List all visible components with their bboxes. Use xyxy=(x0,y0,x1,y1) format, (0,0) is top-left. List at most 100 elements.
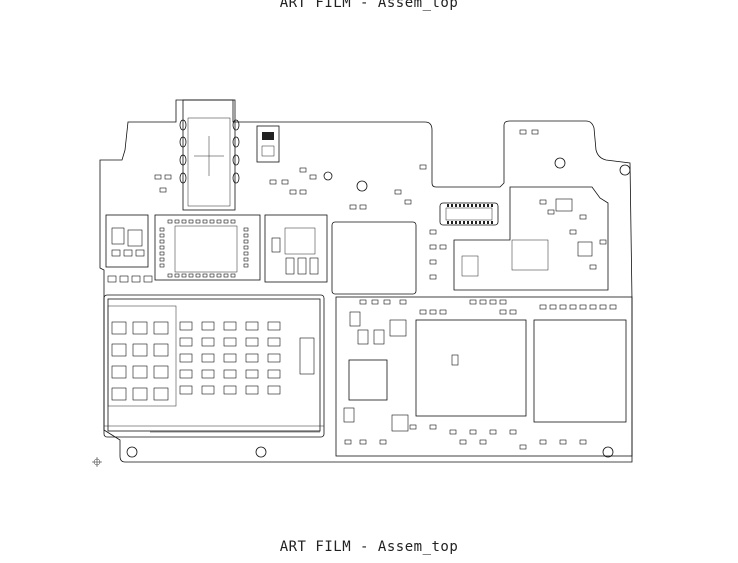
sim-pin-pad xyxy=(201,337,215,347)
smd-component xyxy=(539,439,547,445)
passive-components xyxy=(154,129,617,450)
sim-pin-pad xyxy=(201,353,215,363)
sim-pin-pad xyxy=(223,353,237,363)
smd-component xyxy=(531,129,539,135)
smd-component xyxy=(309,174,317,180)
smd-component xyxy=(519,129,527,135)
sim-contact xyxy=(111,321,127,335)
smd-component xyxy=(599,304,607,310)
smd-component xyxy=(299,189,307,195)
smd-component xyxy=(499,299,507,305)
smd-component xyxy=(429,229,437,235)
connector-pin xyxy=(483,204,485,207)
smd-component xyxy=(409,424,417,430)
sim-contact xyxy=(111,387,127,401)
bga-pad xyxy=(159,251,165,256)
shield-area-bga-2 xyxy=(264,214,328,283)
smd-component xyxy=(349,204,357,210)
smd-component xyxy=(359,439,367,445)
smd-component xyxy=(429,259,437,265)
connector-pin xyxy=(491,204,493,207)
bga-pad xyxy=(159,233,165,238)
bga-pad xyxy=(243,239,249,244)
sim-contact xyxy=(132,343,148,357)
sim-contact xyxy=(153,321,169,335)
smd-component xyxy=(569,229,577,235)
connector-pin xyxy=(463,221,465,224)
smd-component xyxy=(589,304,597,310)
smd-component xyxy=(429,274,437,280)
bga-pad xyxy=(216,219,222,224)
btb-connector xyxy=(439,202,499,226)
smd-component xyxy=(469,299,477,305)
sim-pin-pad xyxy=(267,369,281,379)
connector-pin xyxy=(491,221,493,224)
sim-pin-pad xyxy=(201,385,215,395)
smd-component xyxy=(539,304,547,310)
bga-pad xyxy=(216,273,222,278)
connector-pin xyxy=(459,221,461,224)
smd-component xyxy=(547,209,555,215)
connector-pin xyxy=(451,221,453,224)
shield-area-bga-1 xyxy=(154,214,261,281)
smd-component xyxy=(154,174,162,180)
sim-card-connector xyxy=(103,294,325,438)
bga-pad xyxy=(188,273,194,278)
bga-pad xyxy=(159,263,165,268)
bga-pad xyxy=(230,219,236,224)
connector-pin xyxy=(467,204,469,207)
sim-pin-pad xyxy=(223,337,237,347)
smd-component xyxy=(579,304,587,310)
sim-contact xyxy=(132,321,148,335)
smd-component xyxy=(439,309,447,315)
bga-pad xyxy=(195,273,201,278)
bga-pad xyxy=(230,273,236,278)
sim-pin-pad xyxy=(179,369,193,379)
smd-component xyxy=(469,429,477,435)
smd-component xyxy=(371,299,379,305)
connector-pin xyxy=(487,204,489,207)
sim-contact xyxy=(153,387,169,401)
connector-pin xyxy=(483,221,485,224)
smd-component xyxy=(559,439,567,445)
sim-pin-pad xyxy=(245,369,259,379)
sim-pin-pad xyxy=(223,321,237,331)
bga-pad xyxy=(167,273,173,278)
smd-component xyxy=(509,309,517,315)
smd-component xyxy=(359,299,367,305)
smd-component xyxy=(404,199,412,205)
bga-pad xyxy=(209,273,215,278)
sim-contact xyxy=(132,365,148,379)
bga-pad xyxy=(243,245,249,250)
bga-pad xyxy=(195,219,201,224)
bga-pad xyxy=(159,257,165,262)
connector-pin xyxy=(487,221,489,224)
shield-area-right-upper xyxy=(453,186,609,291)
sim-pin-pad xyxy=(245,385,259,395)
shield-area-main-processor xyxy=(335,296,633,457)
fiducial-mark xyxy=(92,457,102,467)
smd-component xyxy=(599,239,607,245)
connector-pin xyxy=(455,204,457,207)
side-switch xyxy=(256,125,280,163)
smd-component xyxy=(429,244,437,250)
smd-component xyxy=(379,439,387,445)
bga-pad xyxy=(243,257,249,262)
sim-pin-pad xyxy=(267,321,281,331)
smd-component xyxy=(299,167,307,173)
smd-component xyxy=(394,189,402,195)
sim-pin-pad xyxy=(267,385,281,395)
sim-contact xyxy=(153,343,169,357)
bga-pad xyxy=(181,273,187,278)
bga-pad xyxy=(159,245,165,250)
sim-pin-pad xyxy=(179,385,193,395)
sim-pin-pad xyxy=(245,353,259,363)
smd-component xyxy=(429,309,437,315)
smd-component xyxy=(429,424,437,430)
smd-component xyxy=(399,299,407,305)
bga-pad xyxy=(188,219,194,224)
sim-pin-pad xyxy=(245,337,259,347)
bga-pad xyxy=(243,233,249,238)
smd-component xyxy=(579,214,587,220)
smd-component xyxy=(609,304,617,310)
